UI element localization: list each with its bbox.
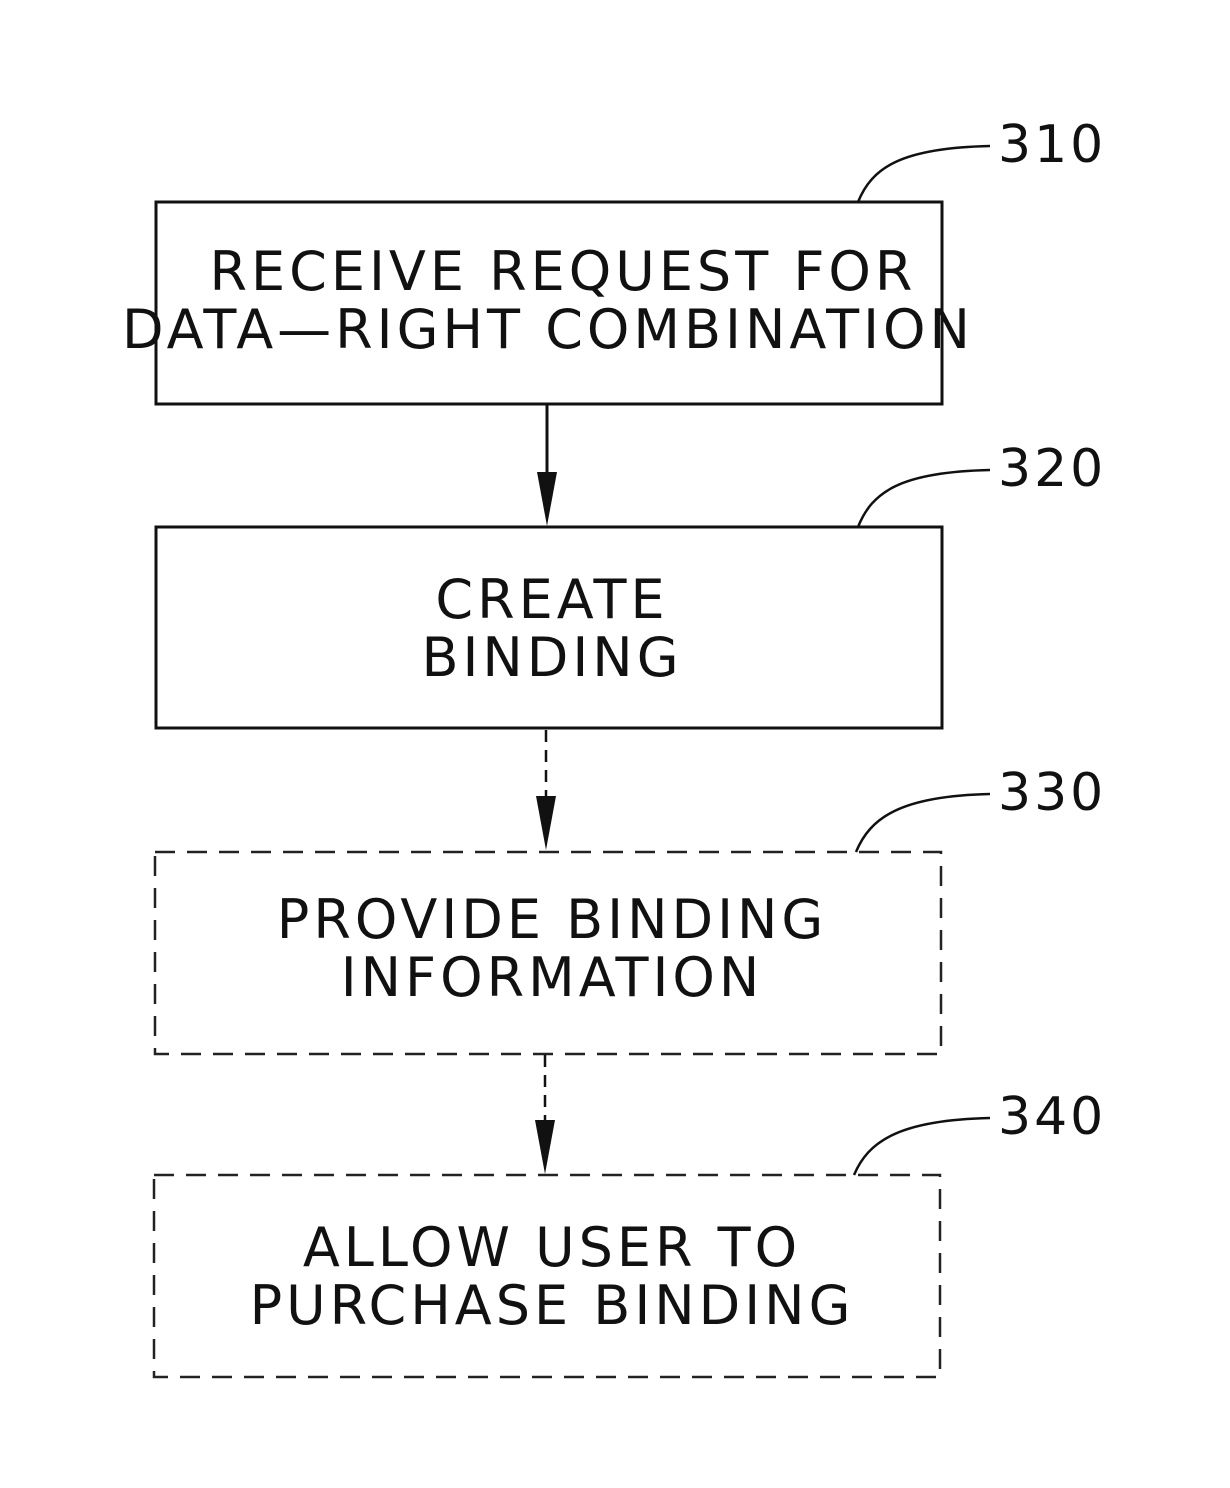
arrow-330-to-340 (535, 1055, 555, 1174)
step-340-leader-line (854, 1118, 990, 1175)
step-330-line-1: PROVIDE BINDING (277, 888, 827, 951)
step-310-leader-line (858, 146, 990, 202)
arrow-320-to-330 (536, 730, 556, 850)
step-310-line-1: RECEIVE REQUEST FOR (210, 240, 917, 303)
step-330: PROVIDE BINDING INFORMATION 330 (155, 763, 1106, 1054)
step-340-line-2: PURCHASE BINDING (250, 1274, 855, 1337)
step-340-line-1: ALLOW USER TO (303, 1216, 801, 1279)
step-330-line-2: INFORMATION (341, 946, 764, 1009)
arrow-310-to-320 (537, 404, 557, 526)
step-310: RECEIVE REQUEST FOR DATA—RIGHT COMBINATI… (122, 115, 1106, 404)
step-310-ref-label: 310 (998, 115, 1106, 175)
step-340: ALLOW USER TO PURCHASE BINDING 340 (154, 1087, 1106, 1377)
step-320: CREATE BINDING 320 (156, 439, 1106, 728)
step-320-line-2: BINDING (421, 626, 682, 689)
step-330-ref-label: 330 (998, 763, 1106, 823)
step-320-ref-label: 320 (998, 439, 1106, 499)
step-310-line-2: DATA—RIGHT COMBINATION (122, 298, 974, 361)
step-320-leader-line (858, 470, 990, 527)
step-320-line-1: CREATE (435, 568, 668, 631)
step-330-leader-line (856, 794, 990, 852)
step-340-ref-label: 340 (998, 1087, 1106, 1147)
